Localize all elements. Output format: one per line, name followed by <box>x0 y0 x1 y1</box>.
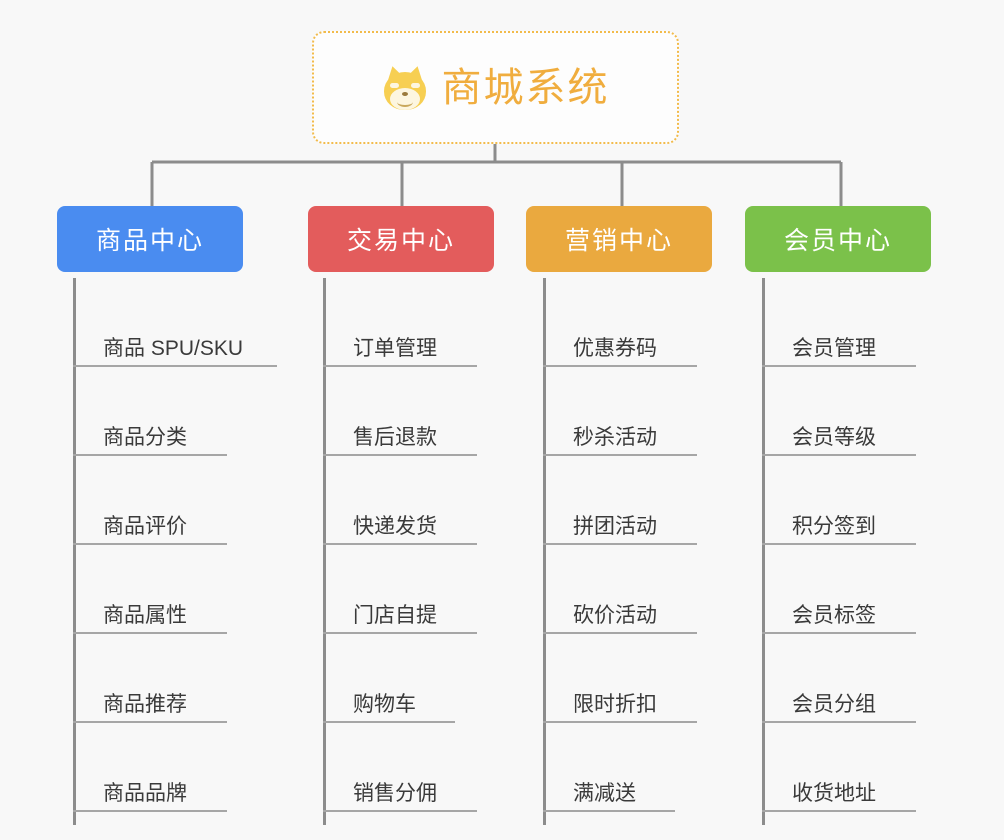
leaf-label: 会员分组 <box>792 693 876 716</box>
leaf-label: 商品分类 <box>103 426 187 449</box>
leaf-underline <box>73 454 227 456</box>
leaf-underline <box>543 721 697 723</box>
leaf-label: 会员等级 <box>792 426 876 449</box>
leaf-label: 商品 SPU/SKU <box>103 337 244 360</box>
leaf-label: 秒杀活动 <box>573 426 657 449</box>
leaf-label: 收货地址 <box>792 782 876 805</box>
leaf-underline <box>543 365 697 367</box>
leaf-underline <box>323 632 477 634</box>
leaf-label: 快递发货 <box>353 515 437 538</box>
leaf-label: 积分签到 <box>792 515 876 538</box>
leaf-item[interactable]: 砍价活动 <box>543 545 697 634</box>
category-box-1[interactable]: 商品中心 <box>57 206 243 272</box>
leaf-column-3: 优惠券码秒杀活动拼团活动砍价活动限时折扣满减送 <box>543 278 697 825</box>
category-label: 交易中心 <box>346 227 455 255</box>
leaf-underline <box>762 543 916 545</box>
leaf-underline <box>73 632 227 634</box>
leaf-item[interactable]: 商品 SPU/SKU <box>73 278 277 367</box>
leaf-label: 商品属性 <box>103 604 187 627</box>
leaf-item[interactable]: 商品分类 <box>73 367 243 456</box>
leaf-item[interactable]: 满减送 <box>543 723 675 812</box>
leaf-underline <box>762 632 916 634</box>
leaf-item[interactable]: 订单管理 <box>323 278 477 367</box>
leaf-label: 会员管理 <box>792 337 876 360</box>
leaf-item[interactable]: 会员管理 <box>762 278 916 367</box>
leaf-underline <box>73 543 227 545</box>
leaf-label: 砍价活动 <box>573 604 657 627</box>
leaf-underline <box>762 810 916 812</box>
leaf-item[interactable]: 商品属性 <box>73 545 243 634</box>
leaf-label: 商品推荐 <box>103 693 187 716</box>
leaf-item[interactable]: 商品推荐 <box>73 634 243 723</box>
column-spine <box>762 278 765 825</box>
root-node[interactable]: 商城系统 <box>312 31 679 144</box>
leaf-label: 优惠券码 <box>573 337 657 360</box>
leaf-underline <box>323 810 477 812</box>
leaf-label: 售后退款 <box>353 426 437 449</box>
leaf-column-1: 商品 SPU/SKU 商品分类商品评价商品属性商品推荐商品品牌 <box>73 278 277 825</box>
leaf-underline <box>543 810 675 812</box>
leaf-item[interactable]: 拼团活动 <box>543 456 697 545</box>
leaf-item[interactable]: 会员等级 <box>762 367 916 456</box>
column-spine <box>543 278 546 825</box>
leaf-underline <box>73 810 227 812</box>
leaf-underline <box>762 454 916 456</box>
leaf-label: 限时折扣 <box>573 693 657 716</box>
leaf-label: 商品品牌 <box>103 782 187 805</box>
leaf-label: 销售分佣 <box>353 782 437 805</box>
leaf-label: 满减送 <box>573 782 636 805</box>
leaf-label: 商品评价 <box>103 515 187 538</box>
leaf-item[interactable]: 商品品牌 <box>73 723 243 812</box>
leaf-item[interactable]: 销售分佣 <box>323 723 477 812</box>
leaf-label: 会员标签 <box>792 604 876 627</box>
category-box-3[interactable]: 营销中心 <box>526 206 712 272</box>
leaf-item[interactable]: 会员分组 <box>762 634 916 723</box>
leaf-item[interactable]: 会员标签 <box>762 545 916 634</box>
leaf-item[interactable]: 收货地址 <box>762 723 916 812</box>
category-label: 会员中心 <box>783 227 892 255</box>
leaf-item[interactable]: 限时折扣 <box>543 634 697 723</box>
leaf-label: 购物车 <box>353 693 416 716</box>
category-label: 营销中心 <box>564 227 673 255</box>
leaf-item[interactable]: 门店自提 <box>323 545 477 634</box>
leaf-underline <box>73 365 277 367</box>
leaf-item[interactable]: 快递发货 <box>323 456 477 545</box>
category-box-2[interactable]: 交易中心 <box>308 206 494 272</box>
shiba-dog-face-icon <box>382 63 428 111</box>
leaf-underline <box>73 721 227 723</box>
leaf-underline <box>323 454 477 456</box>
column-spine <box>73 278 76 825</box>
leaf-underline <box>762 365 916 367</box>
category-box-4[interactable]: 会员中心 <box>745 206 931 272</box>
leaf-item[interactable]: 商品评价 <box>73 456 243 545</box>
leaf-item[interactable]: 秒杀活动 <box>543 367 697 456</box>
leaf-underline <box>543 632 697 634</box>
column-spine <box>323 278 326 825</box>
leaf-underline <box>543 454 697 456</box>
leaf-item[interactable]: 售后退款 <box>323 367 477 456</box>
leaf-label: 拼团活动 <box>573 515 657 538</box>
leaf-underline <box>323 543 477 545</box>
leaf-underline <box>323 365 477 367</box>
leaf-column-4: 会员管理会员等级积分签到会员标签会员分组收货地址 <box>762 278 916 825</box>
leaf-underline <box>762 721 916 723</box>
leaf-label: 订单管理 <box>353 337 437 360</box>
leaf-underline <box>323 721 455 723</box>
leaf-underline <box>543 543 697 545</box>
category-label: 商品中心 <box>95 227 204 255</box>
leaf-item[interactable]: 购物车 <box>323 634 455 723</box>
leaf-column-2: 订单管理售后退款快递发货门店自提购物车销售分佣 <box>323 278 477 825</box>
leaf-item[interactable]: 优惠券码 <box>543 278 697 367</box>
root-title: 商城系统 <box>441 65 610 110</box>
leaf-item[interactable]: 积分签到 <box>762 456 916 545</box>
leaf-label: 门店自提 <box>353 604 437 627</box>
